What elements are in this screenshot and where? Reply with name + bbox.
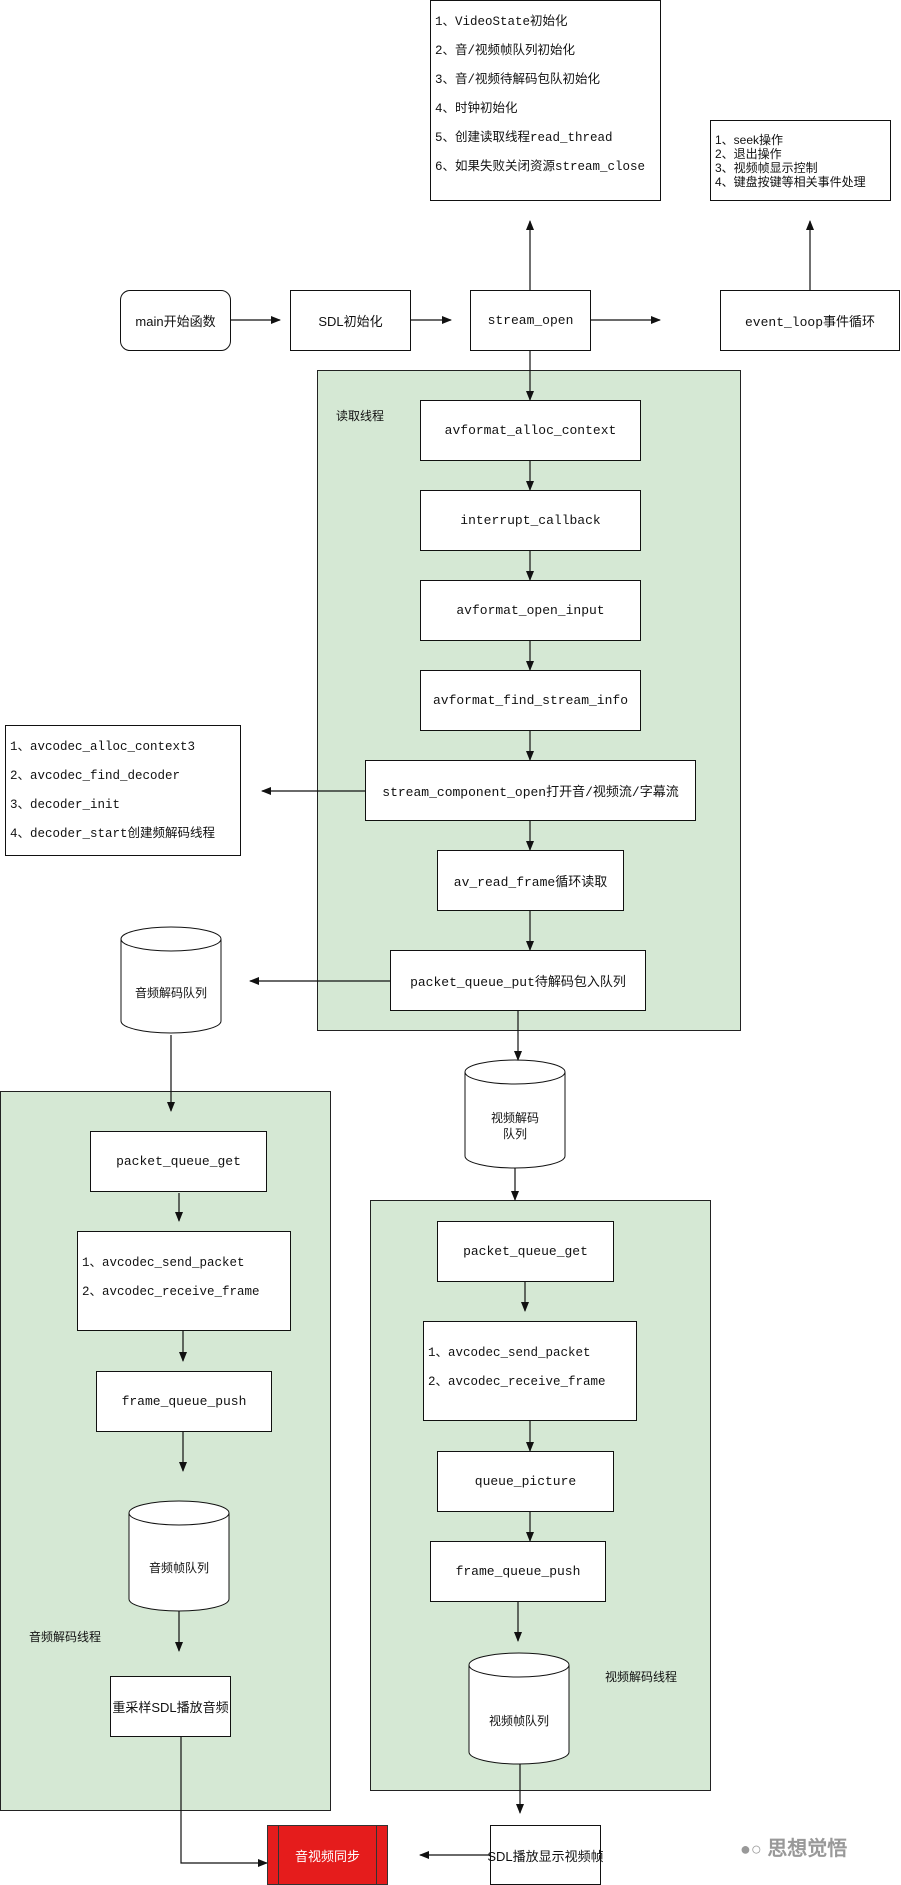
event-note: 4、键盘按键等相关事件处理: [715, 175, 866, 189]
sdl-init-box: SDL初始化: [290, 290, 411, 351]
read-thread-label: 读取线程: [336, 409, 385, 423]
av-sync-box: 音视频同步: [267, 1825, 388, 1885]
video-frame-queue-push-box: frame_queue_push: [430, 1541, 606, 1602]
audio-decode-step: 1、avcodec_send_packet: [82, 1256, 245, 1270]
interrupt-callback-box: interrupt_callback: [420, 490, 641, 551]
avformat-find-stream-info-box: avformat_find_stream_info: [420, 670, 641, 731]
video-packet-queue-cylinder: [464, 1059, 566, 1169]
video-decode-step: 2、avcodec_receive_frame: [428, 1375, 606, 1389]
av-read-frame-box: av_read_frame循环读取: [437, 850, 624, 911]
audio-decode-box: 1、avcodec_send_packet 2、avcodec_receive_…: [77, 1231, 291, 1331]
component-open-notes: 1、avcodec_alloc_context3 2、avcodec_find_…: [5, 725, 241, 856]
audio-packet-queue-cylinder: [120, 926, 222, 1034]
audio-thread-label: 音频解码线程: [29, 1630, 102, 1644]
audio-frame-queue-push-box: frame_queue_push: [96, 1371, 272, 1432]
video-decode-step: 1、avcodec_send_packet: [428, 1346, 591, 1360]
stream-open-note: 5、创建读取线程read_thread: [435, 131, 613, 145]
audio-packet-queue-get-box: packet_queue_get: [90, 1131, 267, 1192]
watermark: ●○ 思想觉悟: [740, 1832, 847, 1861]
resample-sdl-play-audio-box: 重采样SDL播放音频: [110, 1676, 231, 1737]
video-decode-box: 1、avcodec_send_packet 2、avcodec_receive_…: [423, 1321, 637, 1421]
av-sync-label: 音视频同步: [294, 1848, 360, 1864]
watermark-text: 思想觉悟: [767, 1838, 848, 1860]
event-loop-notes: 1、seek操作 2、退出操作 3、视频帧显示控制 4、键盘按键等相关事件处理: [710, 120, 891, 201]
video-frame-queue-label: 视频帧队列: [488, 1714, 549, 1728]
audio-frame-queue-label: 音频帧队列: [148, 1561, 209, 1575]
stream-open-note: 4、时钟初始化: [435, 102, 518, 116]
stream-open-notes: 1、VideoState初始化 2、音/视频帧队列初始化 3、音/视频待解码包队…: [430, 0, 661, 201]
video-packet-queue-get-box: packet_queue_get: [437, 1221, 614, 1282]
main-function-box: main开始函数: [120, 290, 231, 351]
audio-decode-step: 2、avcodec_receive_frame: [82, 1285, 260, 1299]
event-note: 2、退出操作: [715, 147, 782, 161]
component-note: 2、avcodec_find_decoder: [10, 769, 181, 783]
stream-open-note: 3、音/视频待解码包队初始化: [435, 73, 601, 87]
stream-open-note: 6、如果失败关闭资源stream_close: [435, 160, 646, 174]
audio-frame-queue-cylinder: [128, 1500, 230, 1612]
video-frame-queue-cylinder: [468, 1652, 570, 1765]
video-thread-label: 视频解码线程: [605, 1670, 678, 1684]
component-note: 4、decoder_start创建频解码线程: [10, 827, 216, 841]
avformat-open-input-box: avformat_open_input: [420, 580, 641, 641]
video-packet-queue-label: 视频解码 队列: [490, 1111, 539, 1141]
queue-picture-box: queue_picture: [437, 1451, 614, 1512]
packet-queue-put-box: packet_queue_put待解码包入队列: [390, 950, 646, 1011]
stream-open-box: stream_open: [470, 290, 591, 351]
stream-open-note: 1、VideoState初始化: [435, 15, 568, 29]
wechat-icon: ●○: [740, 1839, 762, 1859]
event-note: 3、视频帧显示控制: [715, 161, 818, 175]
component-note: 1、avcodec_alloc_context3: [10, 740, 196, 754]
stream-component-open-box: stream_component_open打开音/视频流/字幕流: [365, 760, 696, 821]
event-note: 1、seek操作: [715, 133, 784, 147]
avformat-alloc-context-box: avformat_alloc_context: [420, 400, 641, 461]
event-loop-box: event_loop事件循环: [720, 290, 900, 351]
sdl-display-video-frame-box: SDL播放显示视频帧: [487, 1825, 604, 1885]
audio-packet-queue-label: 音频解码队列: [134, 986, 207, 1000]
stream-open-note: 2、音/视频帧队列初始化: [435, 44, 576, 58]
component-note: 3、decoder_init: [10, 798, 121, 812]
